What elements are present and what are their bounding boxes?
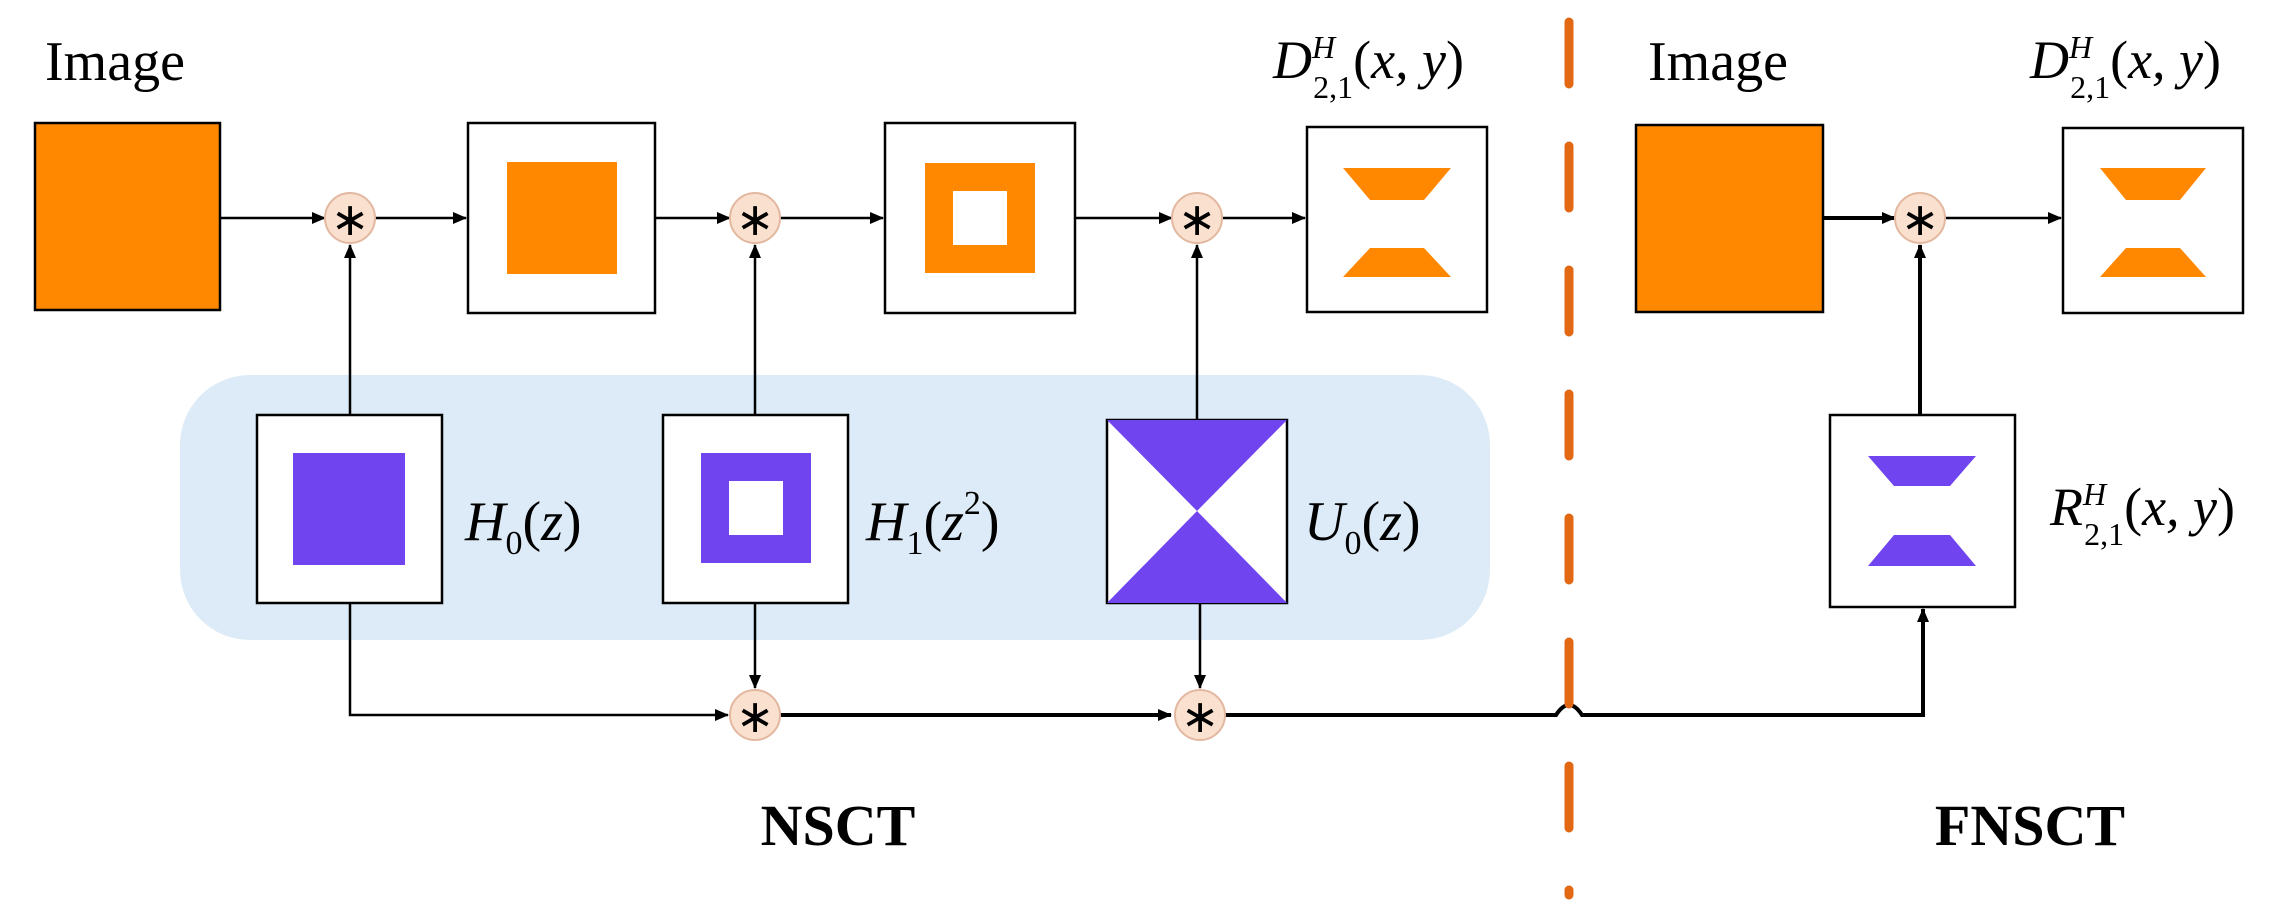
fnsct-conv-node: ∗ <box>1894 192 1946 246</box>
nsct-input-image <box>33 121 222 312</box>
fnsct-output-lower-trapezoid <box>2100 248 2206 277</box>
conv-node-2: ∗ <box>729 192 781 246</box>
r-filter-lower-trapezoid <box>1868 535 1976 566</box>
nsct-directional-output-box <box>1305 125 1489 314</box>
h0-filter-label: H0(z) <box>464 491 582 562</box>
conv-node-1: ∗ <box>324 192 376 246</box>
fnsct-output-upper-trapezoid <box>2100 168 2206 200</box>
u0-filter-lower-triangle <box>1107 511 1287 603</box>
h0-filter-square <box>293 453 405 565</box>
h1-filter-ring <box>701 453 811 563</box>
nsct-output-lower-trapezoid <box>1343 248 1451 277</box>
h1-filter-label: H1(z2) <box>865 485 1000 562</box>
bandpass-output-box <box>883 121 1077 315</box>
nsct-output-upper-trapezoid <box>1343 168 1451 200</box>
asterisk-convolution-icon: ∗ <box>736 689 775 743</box>
fnsct-caption: FNSCT <box>1935 793 2125 858</box>
conv-node-3: ∗ <box>1171 192 1223 246</box>
conv-node-5: ∗ <box>1174 689 1226 743</box>
asterisk-convolution-icon: ∗ <box>331 192 370 246</box>
conv-node-4: ∗ <box>729 689 781 743</box>
u0-filter-label: U0(z) <box>1304 491 1421 562</box>
lowpass-output-square <box>507 162 617 274</box>
h1-filter-box <box>661 413 850 605</box>
bandpass-output-ring <box>925 163 1035 273</box>
nsct-caption: NSCT <box>761 793 916 858</box>
u0-filter-upper-triangle <box>1107 420 1287 511</box>
fnsct-image-label: Image <box>1648 31 1788 93</box>
asterisk-convolution-icon: ∗ <box>1178 192 1217 246</box>
fnsct-directional-output-box <box>2061 126 2245 315</box>
r-filter-upper-trapezoid <box>1868 456 1976 486</box>
asterisk-convolution-icon: ∗ <box>1181 689 1220 743</box>
asterisk-convolution-icon: ∗ <box>736 192 775 246</box>
nsct-image-label: Image <box>45 31 185 93</box>
r-filter-box <box>1828 413 2017 609</box>
fnsct-input-image <box>1634 123 1825 314</box>
wire-h0-to-conv4 <box>348 603 729 721</box>
asterisk-convolution-icon: ∗ <box>1901 192 1940 246</box>
